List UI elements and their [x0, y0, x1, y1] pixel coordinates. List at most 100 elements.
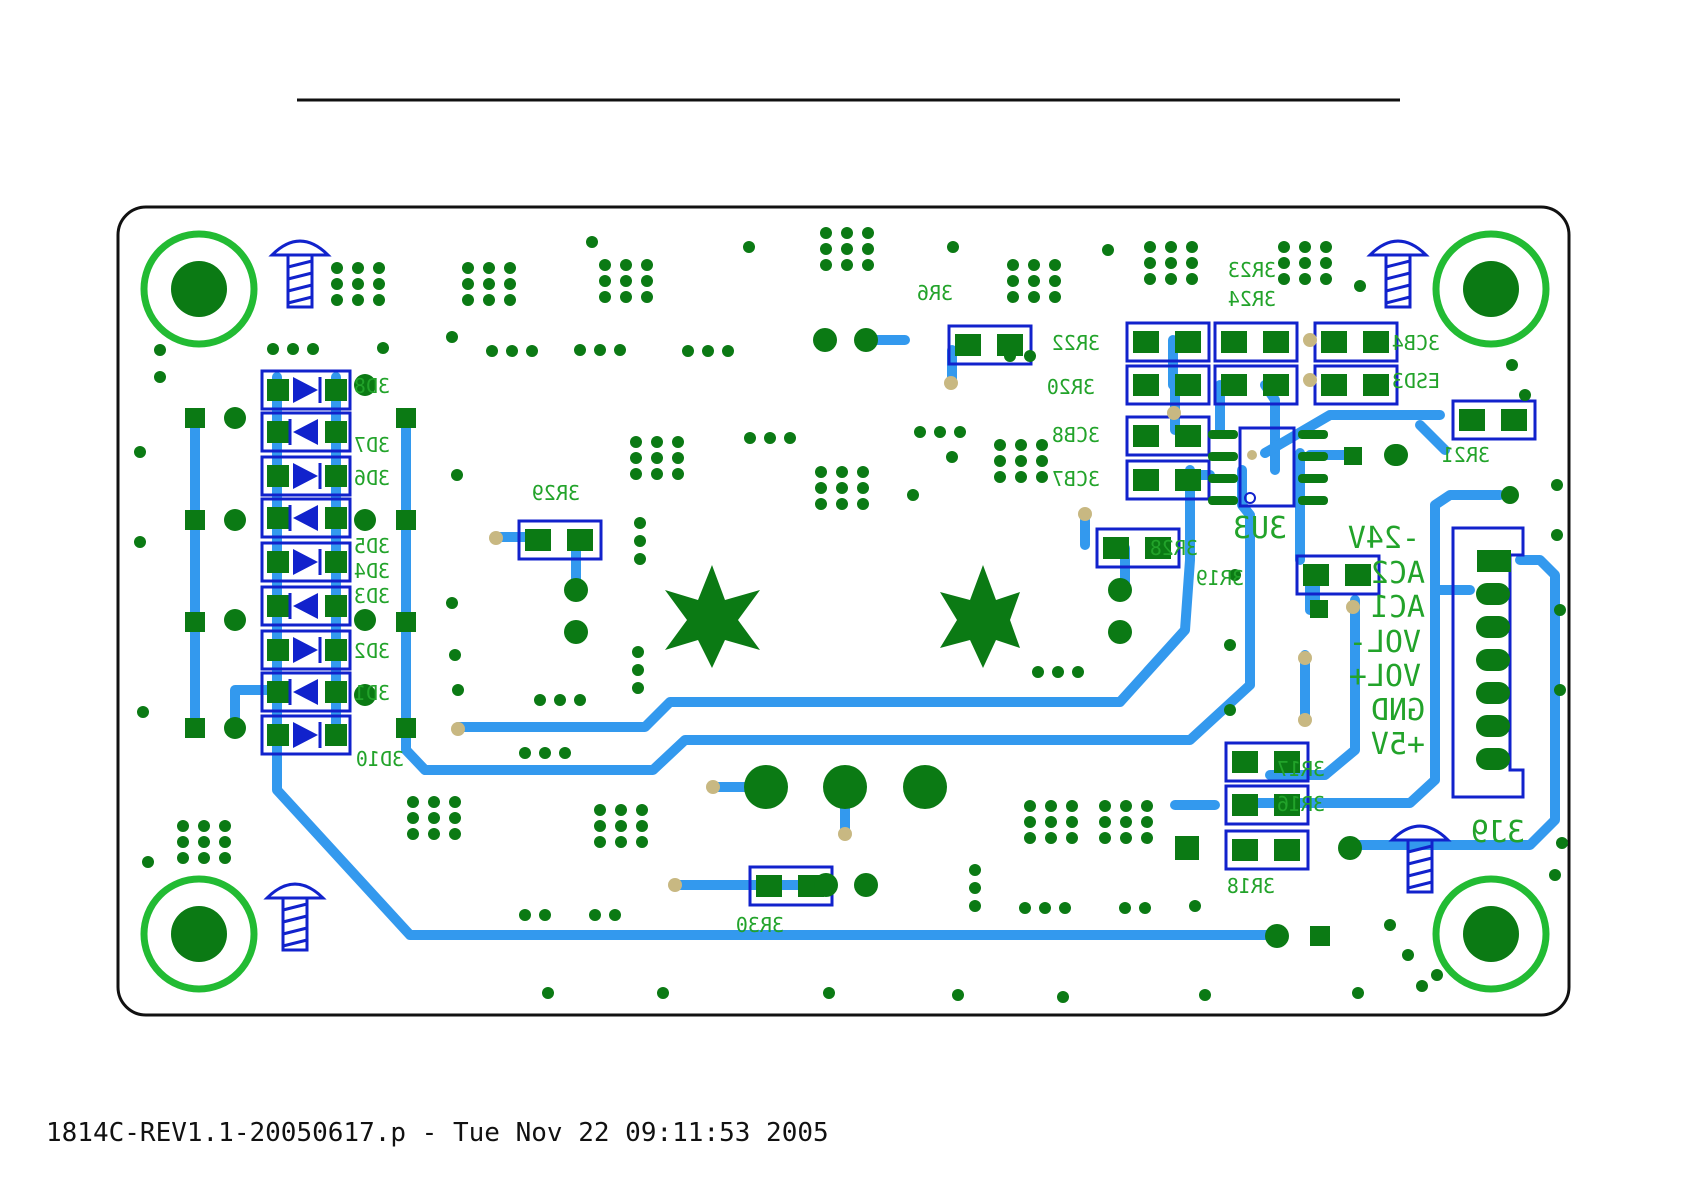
- via: [657, 987, 669, 999]
- via: [672, 436, 684, 448]
- via: [407, 828, 419, 840]
- via: [1028, 259, 1040, 271]
- via: [1120, 816, 1132, 828]
- via: [506, 345, 518, 357]
- label-3d8: 3D8: [354, 374, 390, 398]
- label-3r20: 3R20: [1047, 375, 1095, 399]
- label-3r21: 3R21: [1442, 443, 1490, 467]
- via: [331, 262, 343, 274]
- via: [1141, 816, 1153, 828]
- via: [219, 852, 231, 864]
- via: [407, 796, 419, 808]
- via: [820, 243, 832, 255]
- via: [630, 436, 642, 448]
- via: [462, 294, 474, 306]
- via: [634, 535, 646, 547]
- label-3r29: 3R29: [532, 481, 580, 505]
- via: [1019, 902, 1031, 914]
- via: [1165, 257, 1177, 269]
- label-pin-volminus: VOL-: [1349, 625, 1421, 660]
- via: [1278, 241, 1290, 253]
- via: [1554, 604, 1566, 616]
- via: [1045, 832, 1057, 844]
- via: [630, 468, 642, 480]
- via: [1320, 257, 1332, 269]
- via: [373, 278, 385, 290]
- via: [609, 909, 621, 921]
- via: [632, 646, 644, 658]
- via: [1139, 902, 1151, 914]
- label-3d4: 3D4: [354, 559, 390, 583]
- label-pin-ac1: AC1: [1371, 590, 1425, 625]
- via: [1024, 832, 1036, 844]
- label-3d2: 3D2: [354, 639, 390, 663]
- via: [841, 259, 853, 271]
- label-3r17: 3R17: [1277, 757, 1325, 781]
- via: [1189, 900, 1201, 912]
- via: [632, 664, 644, 676]
- via: [1028, 275, 1040, 287]
- via: [198, 836, 210, 848]
- via: [1141, 832, 1153, 844]
- via: [815, 482, 827, 494]
- via: [1506, 359, 1518, 371]
- via: [857, 498, 869, 510]
- via: [634, 517, 646, 529]
- via: [1004, 350, 1016, 362]
- via: [352, 278, 364, 290]
- via: [307, 343, 319, 355]
- via: [641, 291, 653, 303]
- via: [1549, 869, 1561, 881]
- label-pin-5v: +5V: [1371, 727, 1425, 762]
- via: [352, 294, 364, 306]
- via: [823, 987, 835, 999]
- via: [1015, 455, 1027, 467]
- via: [1049, 259, 1061, 271]
- via: [1320, 273, 1332, 285]
- via: [994, 471, 1006, 483]
- label-3d5: 3D5: [354, 534, 390, 558]
- via: [969, 882, 981, 894]
- via: [599, 259, 611, 271]
- label-3d6: 3D6: [354, 466, 390, 490]
- via: [1039, 902, 1051, 914]
- via: [483, 294, 495, 306]
- via: [1144, 241, 1156, 253]
- via: [1141, 800, 1153, 812]
- via: [428, 828, 440, 840]
- via: [219, 820, 231, 832]
- via: [483, 278, 495, 290]
- via: [1099, 816, 1111, 828]
- via: [586, 236, 598, 248]
- via: [198, 820, 210, 832]
- via: [1299, 241, 1311, 253]
- via: [504, 278, 516, 290]
- via: [1224, 704, 1236, 716]
- via: [841, 227, 853, 239]
- via: [554, 694, 566, 706]
- via: [682, 345, 694, 357]
- via: [407, 812, 419, 824]
- label-3cb4: 3CB4: [1392, 331, 1440, 355]
- via: [1299, 273, 1311, 285]
- via: [331, 294, 343, 306]
- via: [373, 294, 385, 306]
- via: [177, 852, 189, 864]
- via: [743, 241, 755, 253]
- via: [651, 468, 663, 480]
- via: [1186, 273, 1198, 285]
- via: [722, 345, 734, 357]
- via: [137, 706, 149, 718]
- via: [1120, 800, 1132, 812]
- via: [154, 371, 166, 383]
- via: [134, 446, 146, 458]
- via: [428, 812, 440, 824]
- via: [287, 343, 299, 355]
- label-3r30: 3R30: [736, 913, 784, 937]
- via: [1402, 949, 1414, 961]
- via: [1057, 991, 1069, 1003]
- via: [1165, 273, 1177, 285]
- diode-array: [262, 371, 350, 754]
- via: [1036, 439, 1048, 451]
- via: [446, 597, 458, 609]
